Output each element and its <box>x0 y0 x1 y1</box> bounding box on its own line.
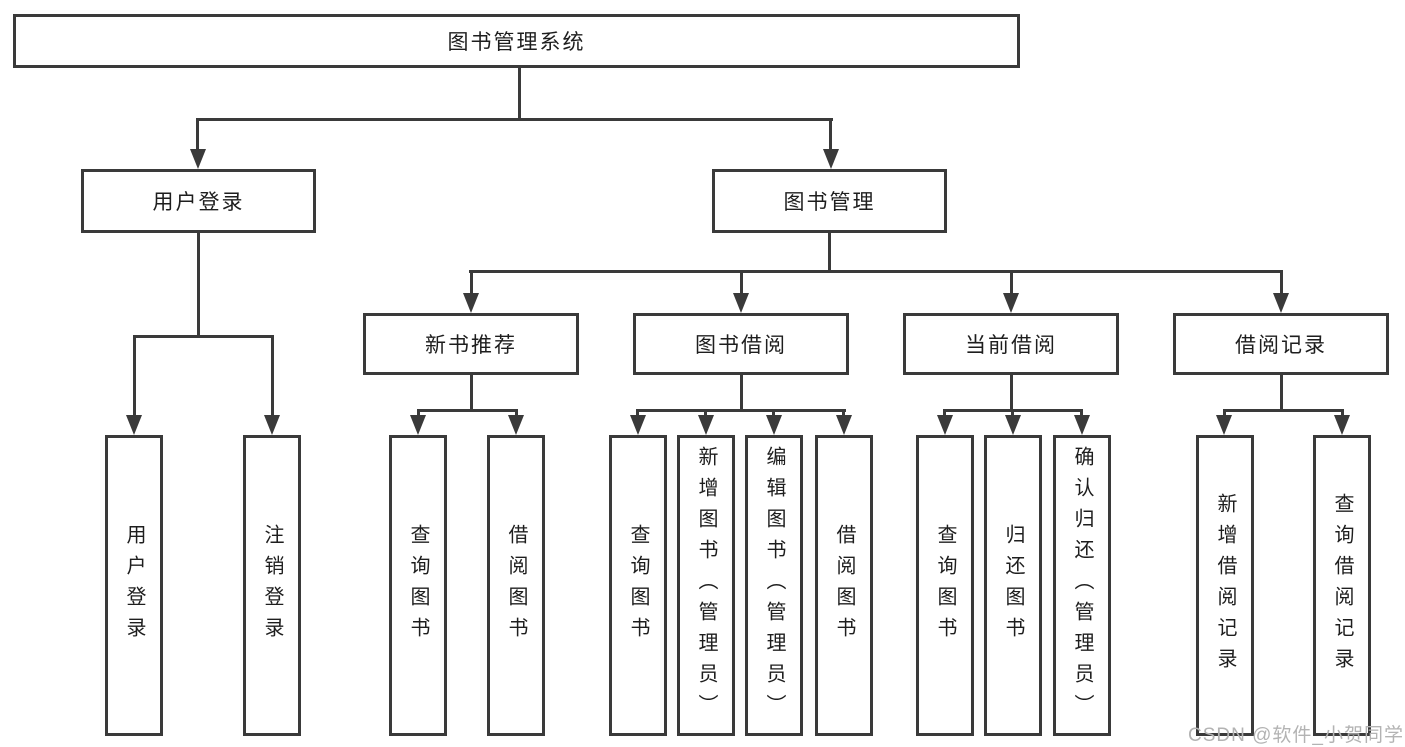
leaf-label: 查询图书 <box>627 523 649 648</box>
node-book-management: 图书管理 <box>712 169 947 233</box>
connector-segment <box>470 270 473 295</box>
arrow-down-icon <box>1005 415 1021 435</box>
arrow-down-icon <box>630 415 646 435</box>
arrow-down-icon <box>698 415 714 435</box>
connector-segment <box>1223 409 1226 418</box>
connector-segment <box>469 270 1282 273</box>
connector-segment <box>196 118 199 151</box>
leaf-user-login: 用户登录 <box>105 435 163 736</box>
arrow-down-icon <box>1273 293 1289 313</box>
leaf-label: 归还图书 <box>1002 523 1024 648</box>
leaf-label: 确认归还（管理员） <box>1071 446 1093 725</box>
connector-segment <box>1223 409 1344 412</box>
leaf-label: 查询借阅记录 <box>1331 492 1353 679</box>
connector-segment <box>197 233 200 335</box>
arrow-down-icon <box>937 415 953 435</box>
leaf-query-books-borrow: 查询图书 <box>609 435 667 736</box>
connector-segment <box>828 233 831 270</box>
arrow-down-icon <box>508 415 524 435</box>
leaf-label: 查询图书 <box>934 523 956 648</box>
connector-segment <box>740 375 743 409</box>
node-borrow-records: 借阅记录 <box>1173 313 1389 375</box>
connector-segment <box>1010 270 1013 295</box>
node-book-borrow: 图书借阅 <box>633 313 849 375</box>
arrow-down-icon <box>1216 415 1232 435</box>
arrow-down-icon <box>463 293 479 313</box>
leaf-label: 用户登录 <box>123 523 145 648</box>
leaf-query-books-current: 查询图书 <box>916 435 974 736</box>
leaf-query-books-recommend: 查询图书 <box>389 435 447 736</box>
leaf-query-borrow-record: 查询借阅记录 <box>1313 435 1371 736</box>
connector-segment <box>417 409 420 418</box>
connector-segment <box>1341 409 1344 418</box>
leaf-label: 查询图书 <box>407 523 429 648</box>
leaf-return-books: 归还图书 <box>984 435 1042 736</box>
connector-segment <box>740 270 743 295</box>
connector-segment <box>1010 375 1013 409</box>
csdn-watermark: CSDN @软件_小贺同学 <box>1188 725 1404 746</box>
connector-segment <box>470 375 473 409</box>
connector-segment <box>518 68 521 118</box>
leaf-label: 注销登录 <box>261 523 283 648</box>
leaf-borrow-books: 借阅图书 <box>815 435 873 736</box>
arrow-down-icon <box>1074 415 1090 435</box>
connector-segment <box>1011 409 1014 418</box>
connector-segment <box>636 409 639 418</box>
connector-segment <box>133 335 136 417</box>
leaf-confirm-return-admin: 确认归还（管理员） <box>1053 435 1111 736</box>
arrow-down-icon <box>823 149 839 169</box>
connector-segment <box>515 409 518 418</box>
leaf-label: 借阅图书 <box>833 523 855 648</box>
connector-segment <box>842 409 845 418</box>
leaf-add-borrow-record: 新增借阅记录 <box>1196 435 1254 736</box>
arrow-down-icon <box>264 415 280 435</box>
arrow-down-icon <box>190 149 206 169</box>
leaf-logout: 注销登录 <box>243 435 301 736</box>
arrow-down-icon <box>733 293 749 313</box>
arrow-down-icon <box>766 415 782 435</box>
connector-segment <box>271 335 274 417</box>
node-root: 图书管理系统 <box>13 14 1020 68</box>
arrow-down-icon <box>126 415 142 435</box>
connector-segment <box>772 409 775 418</box>
node-user-login: 用户登录 <box>81 169 316 233</box>
arrow-down-icon <box>1334 415 1350 435</box>
connector-segment <box>417 409 518 412</box>
connector-segment <box>1280 375 1283 409</box>
connector-segment <box>829 118 832 151</box>
leaf-label: 编辑图书（管理员） <box>763 446 785 725</box>
leaf-edit-books-admin: 编辑图书（管理员） <box>745 435 803 736</box>
leaf-label: 新增图书（管理员） <box>695 446 717 725</box>
connector-segment <box>704 409 707 418</box>
connector-segment <box>637 409 846 412</box>
leaf-add-books-admin: 新增图书（管理员） <box>677 435 735 736</box>
arrow-down-icon <box>410 415 426 435</box>
leaf-label: 借阅图书 <box>505 523 527 648</box>
leaf-borrow-books-recommend: 借阅图书 <box>487 435 545 736</box>
leaf-label: 新增借阅记录 <box>1214 492 1236 679</box>
connector-segment <box>1080 409 1083 418</box>
arrow-down-icon <box>1003 293 1019 313</box>
connector-segment <box>196 118 833 121</box>
connector-segment <box>943 409 946 418</box>
connector-segment <box>133 335 274 338</box>
connector-segment <box>1280 270 1283 295</box>
node-current-borrow: 当前借阅 <box>903 313 1119 375</box>
arrow-down-icon <box>836 415 852 435</box>
node-new-book-recommend: 新书推荐 <box>363 313 579 375</box>
